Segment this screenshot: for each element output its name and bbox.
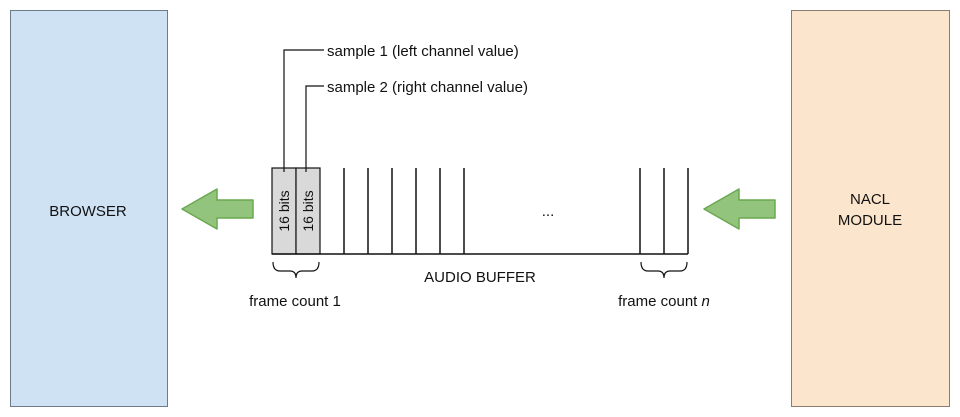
frame-count-n-variable: n [702,293,710,310]
buffer-ellipsis: ... [542,203,555,220]
sample-1-annotation: sample 1 (left channel value) [327,43,519,60]
nacl-module-box: NACL MODULE [791,10,950,407]
browser-label: BROWSER [49,203,127,220]
nacl-label-line1: NACL [850,191,890,208]
sample-1-bits-label: 16 bits [276,190,292,231]
frame-count-n-brace [640,261,688,279]
audio-buffer-label: AUDIO BUFFER [424,269,536,286]
browser-box: BROWSER [10,10,168,407]
sample-1-leader [283,49,324,172]
sample-cells: 16 bits 16 bits [271,167,321,255]
buffer-dividers [343,168,689,254]
nacl-rect [791,10,950,407]
arrow-left-icon [703,188,776,230]
frame-count-1-label: frame count 1 [249,293,341,310]
sample-2-bits-label: 16 bits [300,190,316,231]
nacl-label-line2: MODULE [838,212,902,229]
frame-count-n-label: frame count n [618,293,710,310]
sample-2-annotation: sample 2 (right channel value) [327,79,528,96]
sample-2-leader [305,85,324,172]
frame-count-1-brace [272,261,320,279]
browser-rect [10,10,168,407]
frame-count-n-prefix: frame count [618,293,701,310]
arrow-left-icon [181,188,254,230]
sample-1-cell [271,167,297,255]
